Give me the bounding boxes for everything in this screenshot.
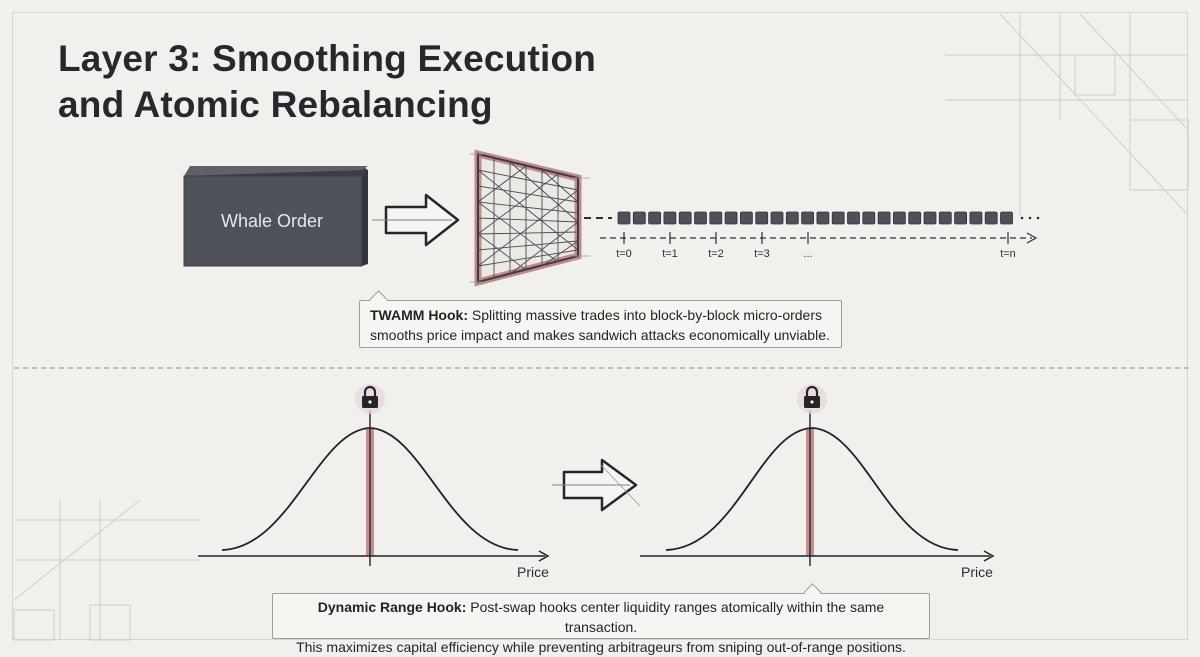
micro-order-block bbox=[816, 211, 830, 225]
micro-order-stream bbox=[617, 211, 1013, 225]
micro-order-block bbox=[954, 211, 967, 225]
timeline-tick-label: t=3 bbox=[754, 248, 770, 260]
title-line-1: Layer 3: Smoothing Execution bbox=[58, 38, 597, 79]
price-axis-label: Price bbox=[517, 564, 549, 580]
callout-line-2: This maximizes capital efficiency while … bbox=[296, 639, 906, 655]
twamm-splitter-grid bbox=[470, 149, 590, 287]
callout-text: Post-swap hooks center liquidity ranges … bbox=[470, 599, 885, 635]
micro-order-block bbox=[923, 211, 937, 225]
micro-order-block bbox=[847, 211, 860, 225]
lock-icon bbox=[355, 384, 385, 414]
whale-order-block bbox=[183, 166, 368, 267]
micro-order-block bbox=[908, 211, 922, 225]
micro-order-block bbox=[969, 211, 983, 225]
callout-line-1: Dynamic Range Hook: Post-swap hooks cent… bbox=[283, 597, 919, 637]
micro-order-block bbox=[648, 211, 661, 225]
micro-order-block bbox=[893, 211, 906, 225]
title-line-2: and Atomic Rebalancing bbox=[58, 84, 493, 125]
micro-order-block bbox=[938, 211, 952, 225]
callout-text: Splitting massive trades into block-by-b… bbox=[471, 307, 822, 323]
micro-order-block bbox=[831, 211, 845, 225]
micro-order-block bbox=[877, 211, 891, 225]
blueprint-decoration-top-right bbox=[945, 13, 1189, 216]
micro-order-block bbox=[785, 211, 799, 225]
micro-order-block bbox=[755, 211, 769, 225]
micro-order-block bbox=[724, 211, 738, 225]
callout-title: Dynamic Range Hook: bbox=[317, 599, 467, 615]
arrow-right-icon bbox=[552, 458, 641, 512]
micro-order-block bbox=[632, 211, 646, 225]
micro-order-block bbox=[617, 211, 631, 225]
callout-line-2: smooths price impact and makes sandwich … bbox=[370, 327, 830, 343]
micro-order-block bbox=[801, 211, 814, 225]
micro-order-block bbox=[694, 211, 707, 225]
stream-continuation-dots bbox=[1020, 216, 1040, 220]
arrow-right-icon bbox=[372, 193, 460, 247]
liquidity-curve bbox=[665, 427, 959, 551]
micro-order-block bbox=[740, 211, 753, 225]
twamm-hook-callout: TWAMM Hook: Splitting massive trades int… bbox=[359, 290, 842, 348]
micro-order-block bbox=[678, 211, 692, 225]
timeline-tick-label: t=2 bbox=[708, 248, 724, 260]
timeline-axis bbox=[600, 232, 1038, 244]
micro-order-block bbox=[1000, 211, 1013, 225]
callout-title: TWAMM Hook: bbox=[370, 307, 468, 323]
lock-icon bbox=[797, 384, 827, 414]
liquidity-curve-after bbox=[640, 410, 995, 566]
dynamic-range-hook-callout: Dynamic Range Hook: Post-swap hooks cent… bbox=[272, 583, 930, 655]
micro-order-block bbox=[663, 211, 677, 225]
timeline-tick-label: t=n bbox=[1000, 248, 1016, 260]
liquidity-curve bbox=[221, 427, 519, 551]
micro-order-block bbox=[709, 211, 723, 225]
blueprint-decoration-bottom-left bbox=[13, 499, 200, 641]
timeline-tick-label: ... bbox=[803, 248, 813, 260]
micro-order-block bbox=[770, 211, 784, 225]
price-axis-label: Price bbox=[961, 564, 993, 580]
liquidity-curve-before bbox=[198, 410, 550, 566]
micro-order-block bbox=[862, 211, 876, 225]
callout-line-1: TWAMM Hook: Splitting massive trades int… bbox=[370, 305, 831, 325]
timeline-tick-label: t=0 bbox=[616, 248, 632, 260]
micro-order-block bbox=[984, 211, 998, 225]
whale-order-label: Whale Order bbox=[220, 210, 324, 231]
page-title: Layer 3: Smoothing Execution and Atomic … bbox=[58, 36, 596, 128]
timeline-tick-label: t=1 bbox=[662, 248, 678, 260]
